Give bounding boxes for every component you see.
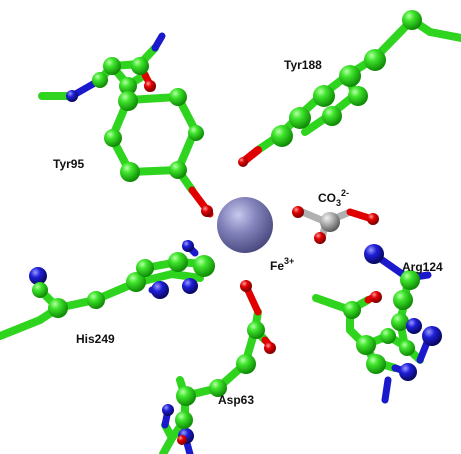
label-tyr95: Tyr95: [53, 157, 84, 171]
label-iron-charge: 3+: [284, 256, 294, 266]
label-his249: His249: [76, 332, 115, 346]
residue-asp63: [159, 280, 276, 454]
iron-atom: [217, 197, 273, 253]
residue-tyr188: [238, 10, 461, 167]
residue-tyr95: [38, 32, 214, 218]
carbonate-ion: [292, 206, 379, 244]
label-iron-base: Fe: [270, 259, 284, 273]
label-carbonate-base: CO: [318, 191, 336, 205]
residue-his249: [0, 240, 215, 340]
label-carbonate-subscript: 3: [336, 198, 341, 208]
label-asp63: Asp63: [218, 393, 254, 407]
label-carbonate-charge: 2-: [341, 188, 349, 198]
label-tyr188: Tyr188: [284, 58, 322, 72]
residue-arg124: [312, 244, 442, 404]
label-iron: Fe3+: [270, 256, 294, 273]
label-carbonate: CO32-: [318, 188, 349, 208]
label-arg124: Arg124: [402, 260, 443, 274]
